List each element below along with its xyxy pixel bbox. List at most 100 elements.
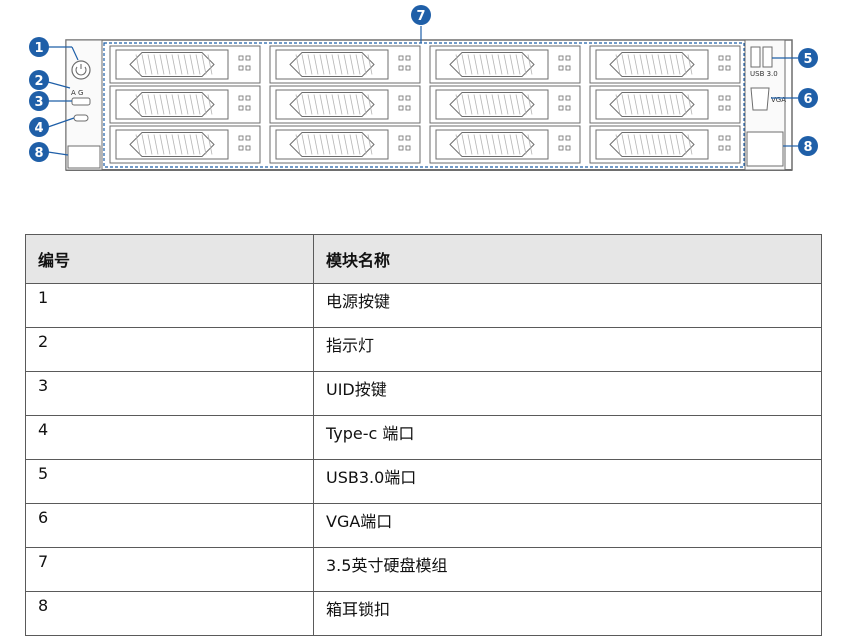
callout-8-left-leader: [47, 151, 69, 156]
row-number: 4: [25, 415, 314, 460]
drive-led-icon: [558, 95, 564, 101]
drive-tray[interactable]: [589, 125, 741, 164]
drive-led-icon: [565, 135, 571, 141]
row-number: 1: [25, 283, 314, 328]
drive-bay-region-outline: [103, 42, 745, 168]
svg-text:8: 8: [34, 146, 43, 161]
svg-text:7: 7: [416, 9, 425, 24]
callout-8-left: 8: [29, 142, 49, 162]
drive-led-icon: [245, 65, 251, 71]
callout-3: 3: [29, 91, 49, 111]
drive-led-icon: [718, 145, 724, 151]
svg-text:6: 6: [803, 92, 812, 107]
server-front-panel-diagram: A G USB 3.0 VGA 1 2 3 4 5 6 7 8 8: [29, 5, 818, 171]
drive-led-icon: [245, 95, 251, 101]
row-module-name: VGA端口: [313, 503, 822, 548]
callout-4-leader: [47, 117, 75, 128]
drive-led-icon: [405, 55, 411, 61]
svg-text:5: 5: [803, 52, 812, 67]
drive-led-icon: [565, 95, 571, 101]
callout-4: 4: [29, 117, 49, 137]
status-led-label: A G: [71, 89, 83, 97]
drive-led-icon: [718, 55, 724, 61]
server-front-panel-figure: A G USB 3.0 VGA 1 2 3 4 5 6 7 8 8: [0, 0, 858, 200]
drive-led-icon: [238, 55, 244, 61]
drive-tray[interactable]: [429, 45, 581, 84]
row-number: 5: [25, 459, 314, 504]
drive-tray[interactable]: [429, 125, 581, 164]
drive-led-icon: [245, 135, 251, 141]
drive-tray[interactable]: [109, 85, 261, 124]
drive-led-icon: [725, 145, 731, 151]
left-ear-latch-icon[interactable]: [67, 145, 101, 169]
callout-2-leader: [47, 81, 71, 89]
vga-label: VGA: [771, 96, 786, 104]
type-c-port-icon[interactable]: [73, 114, 89, 122]
drive-led-icon: [405, 105, 411, 111]
row-module-name: UID按键: [313, 371, 822, 416]
drive-led-icon: [558, 65, 564, 71]
usb-label: USB 3.0: [750, 70, 778, 78]
drive-led-icon: [405, 65, 411, 71]
svg-text:3: 3: [34, 95, 43, 110]
drive-tray[interactable]: [269, 125, 421, 164]
drive-led-icon: [405, 135, 411, 141]
row-module-name: USB3.0端口: [313, 459, 822, 504]
drive-led-icon: [718, 65, 724, 71]
drive-led-icon: [725, 95, 731, 101]
table-header-row: 编号 模块名称: [25, 234, 822, 284]
row-module-name: 3.5英寸硬盘模组: [313, 547, 822, 592]
right-ear-latch-icon[interactable]: [746, 131, 784, 167]
drive-led-icon: [238, 145, 244, 151]
power-symbol-icon: [75, 64, 87, 76]
drive-led-icon: [245, 105, 251, 111]
callout-2: 2: [29, 70, 49, 90]
drive-tray[interactable]: [269, 45, 421, 84]
drive-led-icon: [558, 135, 564, 141]
drive-led-icon: [718, 95, 724, 101]
callout-6: 6: [798, 88, 818, 108]
power-button-icon[interactable]: [71, 60, 91, 80]
drive-led-icon: [718, 135, 724, 141]
usb-port-1-icon[interactable]: [750, 46, 761, 68]
drive-tray[interactable]: [109, 125, 261, 164]
drive-led-icon: [565, 65, 571, 71]
drive-led-icon: [565, 55, 571, 61]
header-module-name: 模块名称: [313, 234, 822, 284]
callout-5: 5: [798, 48, 818, 68]
drive-led-icon: [238, 135, 244, 141]
drive-led-icon: [405, 95, 411, 101]
row-module-name: Type-c 端口: [313, 415, 822, 460]
svg-text:1: 1: [34, 41, 43, 56]
svg-text:2: 2: [34, 74, 43, 89]
row-number: 7: [25, 547, 314, 592]
drive-tray-grid: [109, 45, 741, 164]
drive-tray[interactable]: [429, 85, 581, 124]
vga-port-icon[interactable]: [750, 87, 770, 111]
usb-port-2-icon[interactable]: [762, 46, 773, 68]
uid-button-icon[interactable]: [71, 97, 91, 106]
header-number: 编号: [25, 234, 314, 284]
drive-led-icon: [245, 145, 251, 151]
drive-led-icon: [558, 105, 564, 111]
drive-led-icon: [398, 135, 404, 141]
drive-led-icon: [558, 145, 564, 151]
drive-led-icon: [725, 65, 731, 71]
drive-led-icon: [398, 145, 404, 151]
drive-led-icon: [725, 55, 731, 61]
drive-led-icon: [238, 105, 244, 111]
drive-tray[interactable]: [589, 85, 741, 124]
drive-tray[interactable]: [269, 85, 421, 124]
drive-led-icon: [565, 145, 571, 151]
drive-led-icon: [245, 55, 251, 61]
right-ear: USB 3.0 VGA: [744, 39, 786, 171]
drive-tray[interactable]: [589, 45, 741, 84]
drive-tray[interactable]: [109, 45, 261, 84]
